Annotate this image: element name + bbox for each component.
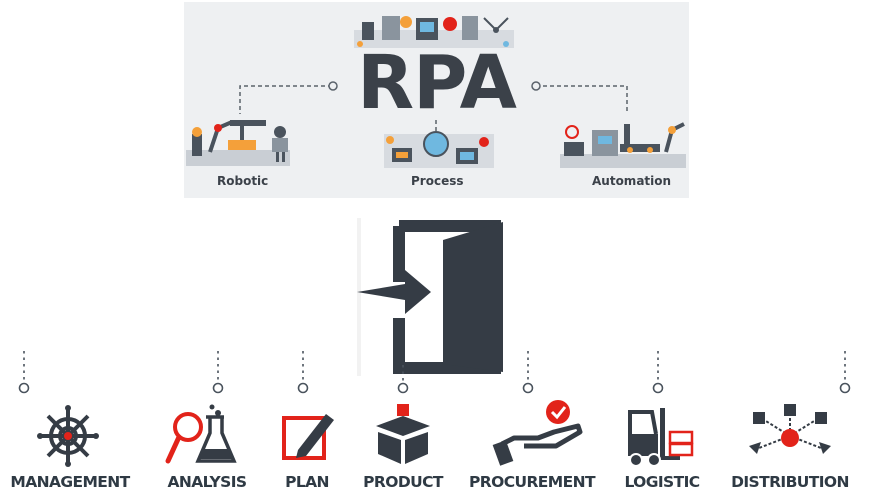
label-distribution: DISTRIBUTION	[731, 473, 849, 491]
rpa-title: RPA	[357, 40, 517, 126]
enter-door-panel	[357, 218, 513, 376]
label-procurement: PROCUREMENT	[469, 473, 596, 491]
network-nodes-icon	[749, 404, 831, 454]
factory-conveyor-icon	[560, 122, 686, 168]
connector-automation	[536, 85, 628, 114]
box-icon	[376, 404, 430, 464]
label-robotic: Robotic	[217, 174, 269, 188]
label-automation: Automation	[592, 174, 672, 188]
label-plan: PLAN	[285, 473, 329, 491]
label-process: Process	[411, 174, 464, 188]
machinery-top-icon	[354, 16, 514, 48]
label-logistic: LOGISTIC	[624, 473, 700, 491]
hand-check-icon	[492, 400, 583, 466]
category-connectors	[18, 351, 851, 394]
ship-wheel-icon	[37, 405, 99, 467]
rpa-diagram	[186, 16, 686, 168]
rpa-banner: RPA Robotic Process Automation	[184, 2, 689, 198]
magnifier-flask-icon	[165, 404, 237, 464]
label-analysis: ANALYSIS	[167, 473, 248, 491]
label-product: PRODUCT	[363, 473, 443, 491]
enter-door-icon	[357, 218, 503, 376]
pencil-square-icon	[282, 414, 334, 460]
robot-arm-icon	[186, 120, 290, 166]
connector-robotic	[239, 85, 332, 114]
forklift-icon	[628, 408, 694, 467]
label-management: MANAGEMENT	[10, 473, 130, 491]
process-brain-icon	[384, 131, 494, 168]
